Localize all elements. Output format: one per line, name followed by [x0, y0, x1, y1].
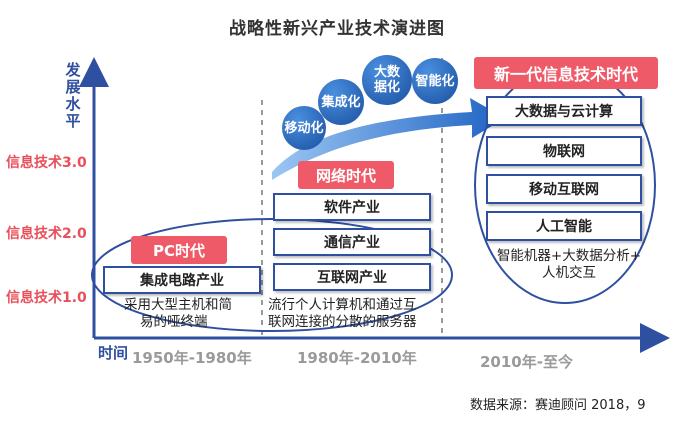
new-era-box-bigdata-cloud: 大数据与云计算: [486, 96, 642, 126]
new-era-box-iot: 物联网: [486, 136, 642, 166]
network-era-desc-line-1: 流行个人计算机和通过互: [268, 297, 417, 313]
source-note: 数据来源：赛迪顾问 2018，9: [470, 398, 646, 413]
network-era-description: 流行个人计算机和通过互 联网连接的分散的服务器: [268, 297, 448, 331]
new-era-description: 智能机器+大数据分析+ 人机交互: [484, 248, 654, 282]
new-era-box-mobile-internet: 移动互联网: [486, 174, 642, 204]
network-era-box-software: 软件产业: [273, 193, 431, 221]
new-era-box-ai: 人工智能: [486, 211, 642, 241]
pc-era-tag: PC时代: [131, 236, 227, 264]
evolution-arrow: [272, 98, 505, 180]
network-era-box-internet: 互联网产业: [273, 263, 431, 291]
pc-era-description: 采用大型主机和简 易的哑终端: [124, 297, 264, 331]
network-era-desc-line-2: 联网连接的分散的服务器: [268, 314, 417, 330]
era-label-3: 2010年-至今: [480, 353, 573, 371]
new-era-desc-line-2: 人机交互: [542, 265, 596, 281]
era-label-2: 1980年-2010年: [297, 349, 417, 367]
bubble-integration: 集成化: [318, 79, 364, 125]
level-label-3: 信息技术3.0: [6, 155, 87, 171]
diagram-title: 战略性新兴产业技术演进图: [229, 19, 445, 39]
bubble-intelligence: 智能化: [412, 58, 458, 104]
pc-era-desc-line-2: 易的哑终端: [140, 314, 208, 330]
network-era-tag: 网络时代: [298, 161, 394, 189]
x-axis-title: 时间: [98, 344, 129, 362]
level-label-2: 信息技术2.0: [6, 226, 87, 242]
bubble-bigdata: 大数据化: [362, 55, 412, 105]
pc-era-box: 集成电路产业: [103, 266, 261, 294]
y-axis-title: 发展水平: [65, 61, 81, 130]
pc-era-desc-line-1: 采用大型主机和简: [124, 297, 232, 313]
network-era-box-telecom: 通信产业: [273, 228, 431, 256]
bubble-mobile: 移动化: [282, 106, 326, 150]
era-label-1: 1950年-1980年: [132, 349, 252, 367]
pc-era-ellipse: [91, 218, 453, 332]
level-label-1: 信息技术1.0: [6, 290, 87, 306]
new-era-desc-line-1: 智能机器+大数据分析+: [496, 248, 642, 264]
new-era-tag: 新一代信息技术时代: [474, 57, 658, 89]
